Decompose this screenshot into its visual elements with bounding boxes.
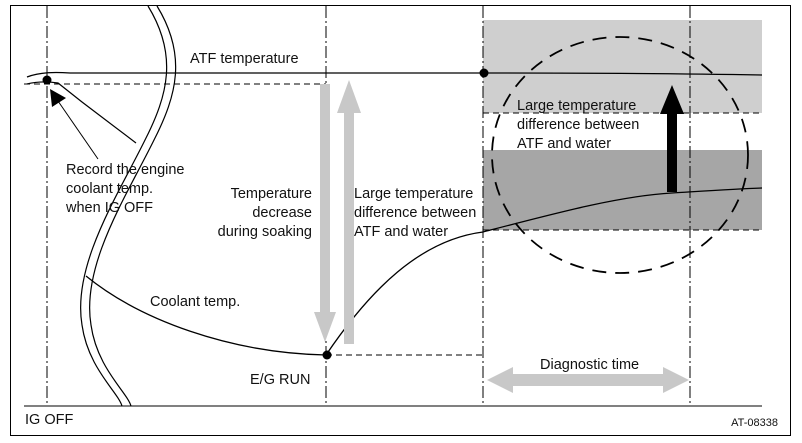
ig-off-label: IG OFF — [25, 412, 73, 428]
record-pointer-arrowhead — [50, 89, 66, 107]
decrease-label-line3: during soaking — [218, 224, 312, 240]
atf-range-band — [483, 20, 762, 113]
difference-label-mid-line3: ATF and water — [354, 224, 448, 240]
eg-run-label: E/G RUN — [250, 372, 310, 388]
decrease-label-line2: decrease — [252, 205, 312, 221]
difference-label-top-line2: difference between — [517, 117, 639, 133]
coolant-temp-curve-run — [325, 187, 763, 356]
temperature-difference-arrow — [337, 80, 361, 344]
atf-temperature-label: ATF temperature — [190, 51, 299, 67]
temperature-decrease-arrow — [314, 84, 336, 342]
difference-label-top-line3: ATF and water — [517, 136, 611, 152]
coolant-temp-curve-early — [26, 81, 137, 144]
record-note-line2: coolant temp. — [66, 181, 153, 197]
eg-run-coolant-point — [322, 350, 332, 360]
coolant-temp-curve-soak — [85, 275, 327, 356]
diagnostic-start-atf-point — [479, 68, 489, 78]
difference-label-top-line1: Large temperature — [517, 98, 636, 114]
record-note-line3: when IG OFF — [65, 200, 153, 216]
figure-code: AT-08338 — [731, 417, 778, 429]
diagnostic-time-label: Diagnostic time — [540, 357, 639, 373]
difference-label-mid-line1: Large temperature — [354, 186, 473, 202]
record-note-line1: Record the engine — [66, 162, 185, 178]
atf-temperature-curve — [26, 71, 763, 78]
figure-frame — [10, 5, 791, 436]
highlight-ellipse — [491, 36, 749, 274]
coolant-temp-label: Coolant temp. — [150, 294, 240, 310]
diagnostic-time-arrow — [487, 367, 689, 393]
record-pointer-line — [57, 100, 99, 160]
difference-label-mid-line2: difference between — [354, 205, 476, 221]
ig-off-record-point — [42, 75, 52, 85]
large-difference-arrow — [660, 85, 684, 192]
decrease-label-line1: Temperature — [231, 186, 312, 202]
